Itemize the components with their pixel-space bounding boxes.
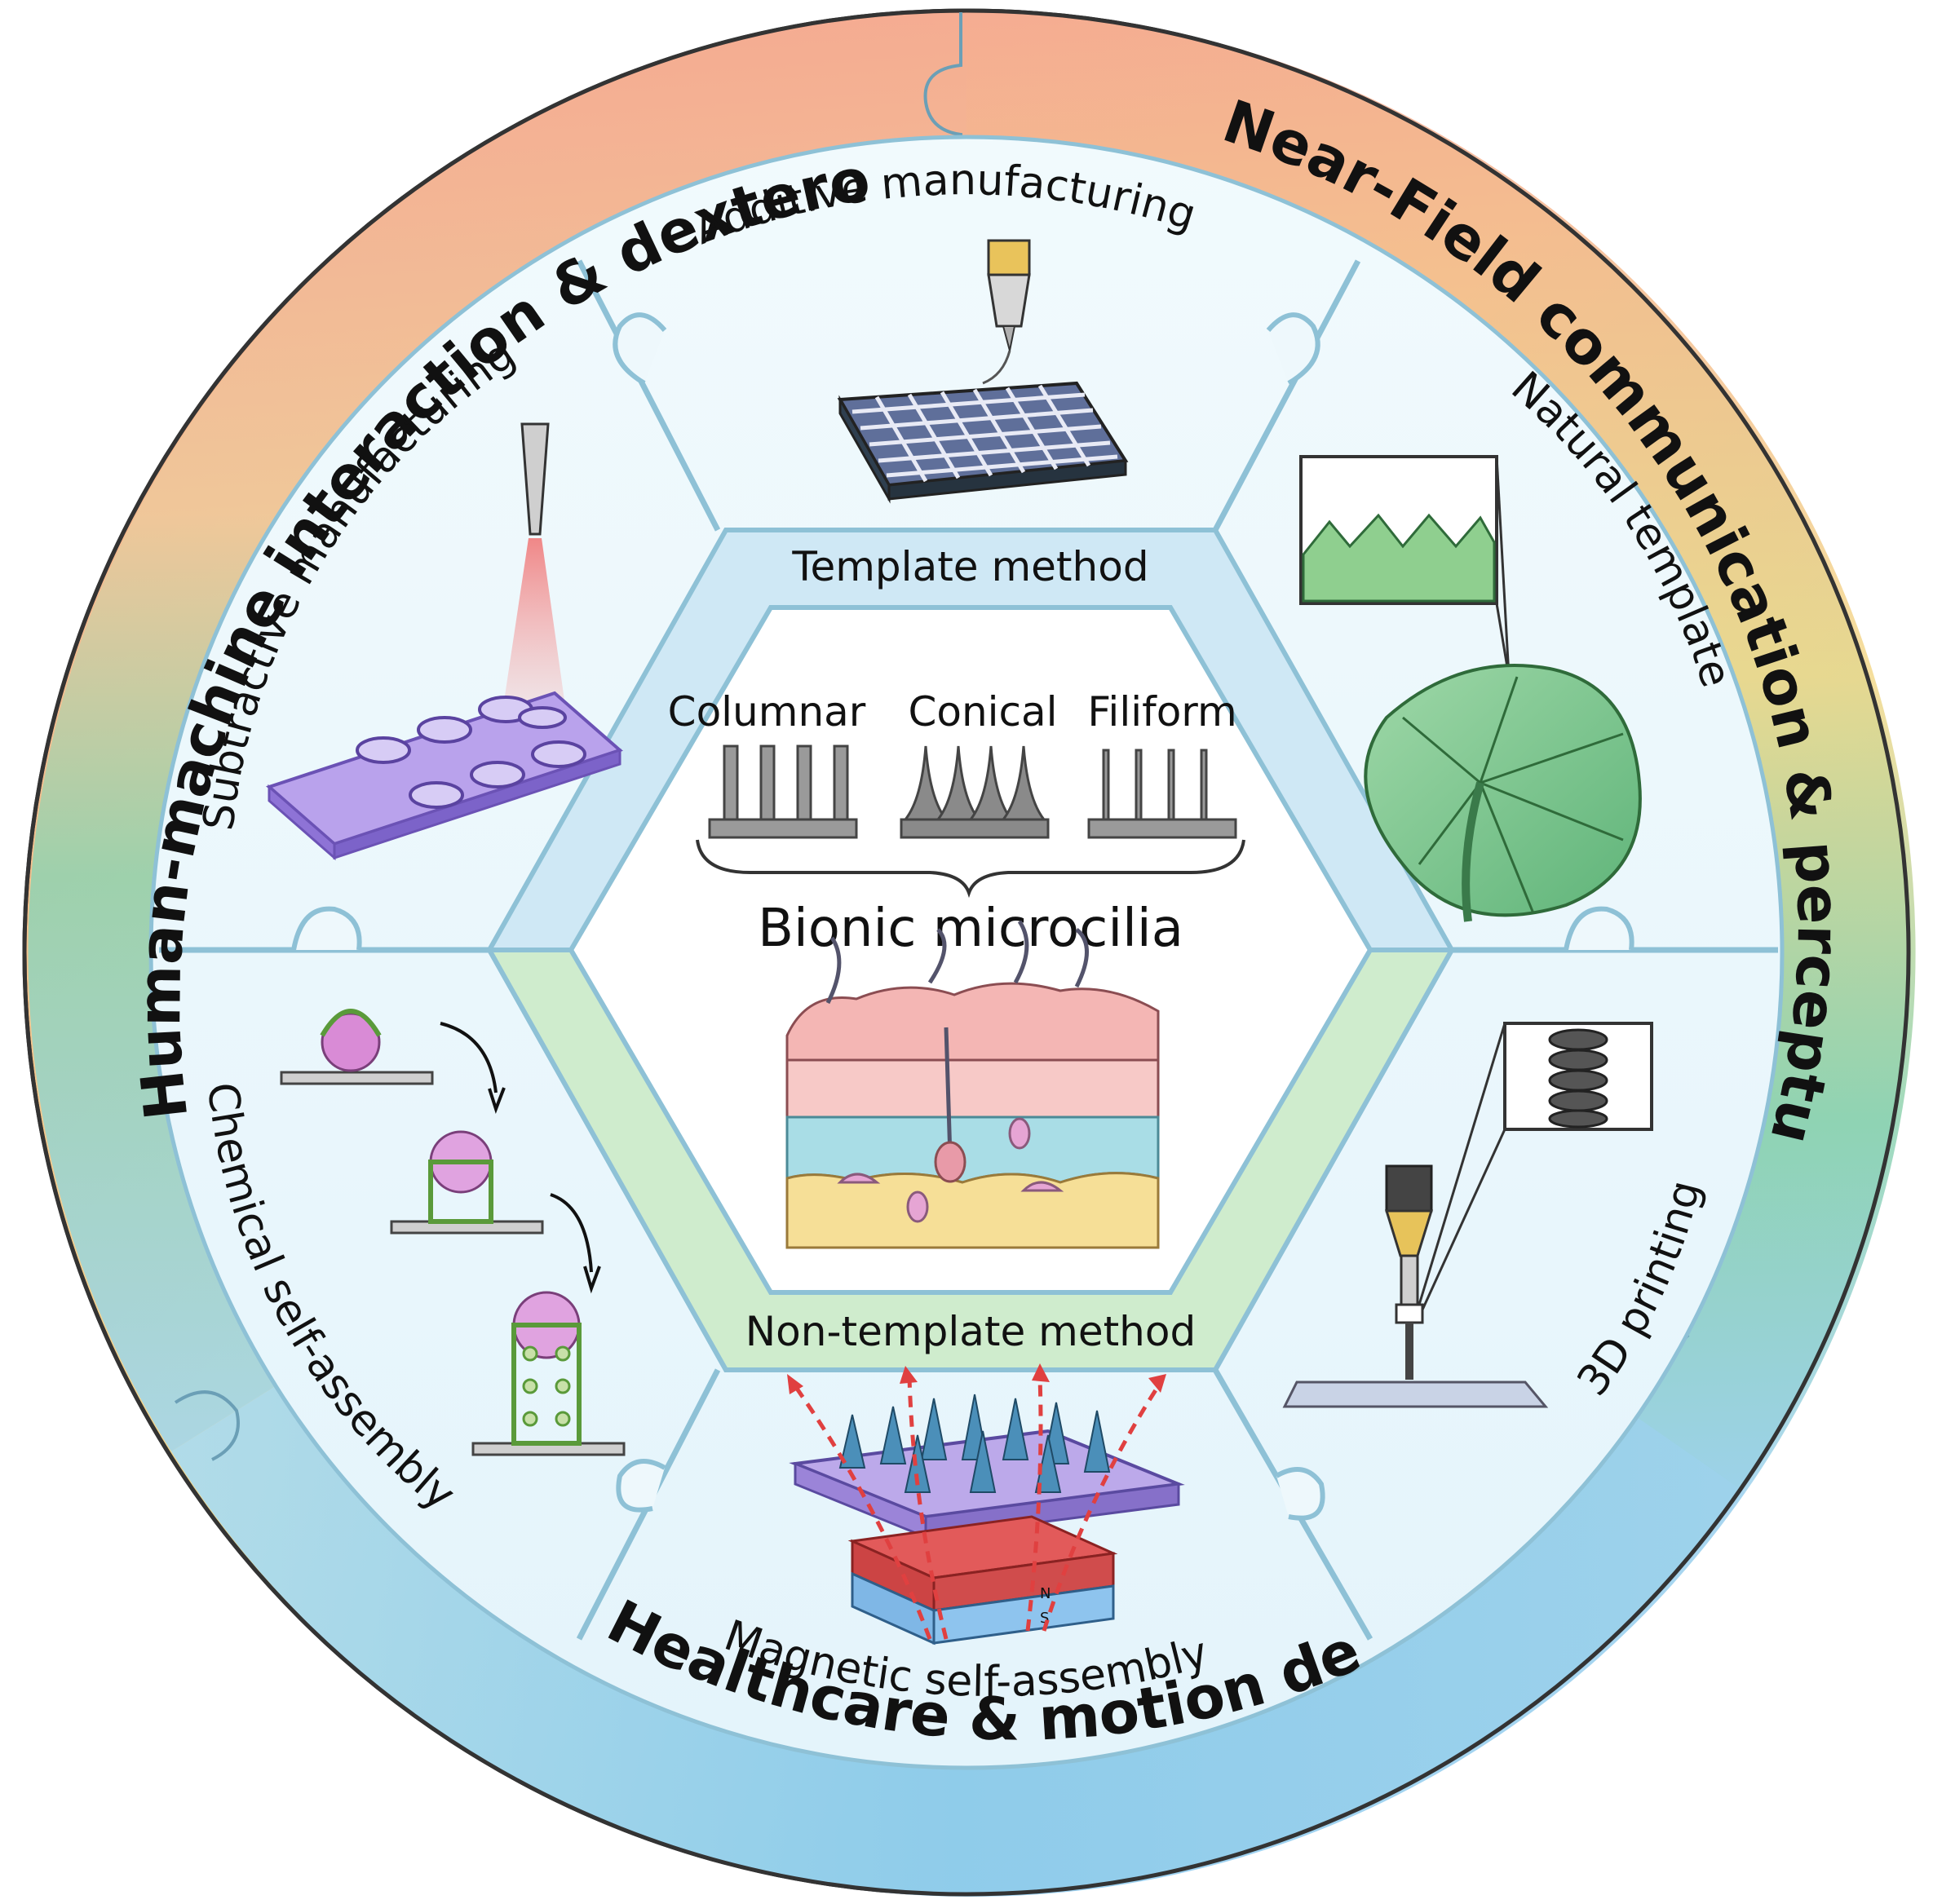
- label-template-method: Template method: [791, 543, 1148, 590]
- label-columnar: Columnar: [668, 688, 866, 736]
- additive-manufacturing-icon: [837, 239, 1129, 504]
- ring-notch-left: [174, 1390, 240, 1461]
- label-conical: Conical: [908, 688, 1057, 736]
- columnar-cilia-icon: [708, 744, 858, 839]
- label-filiform: Filiform: [1087, 688, 1236, 736]
- chemical-self-assembly-icon: [280, 1009, 626, 1456]
- skin-cross-section-icon: [785, 920, 1160, 1249]
- magnet-south-label: S: [1040, 1610, 1049, 1627]
- outer-ring-border: [22, 8, 1911, 1897]
- subtractive-manufacturing-icon: [266, 422, 623, 861]
- label-non-template-method: Non-template method: [745, 1308, 1196, 1355]
- 3d-printing-icon: [1282, 1022, 1653, 1408]
- natural-template-icon: [1299, 455, 1642, 922]
- center-title: Bionic microcilia: [758, 899, 1183, 959]
- divider-bumps: [291, 312, 1634, 1521]
- brace-icon: [696, 839, 1245, 899]
- magnet-north-label: N: [1040, 1585, 1051, 1602]
- ring-notch-top: [923, 12, 962, 159]
- conical-cilia-icon: [900, 745, 1050, 839]
- filiform-cilia-icon: [1087, 749, 1237, 839]
- magnetic-self-assembly-icon: N S: [787, 1363, 1185, 1646]
